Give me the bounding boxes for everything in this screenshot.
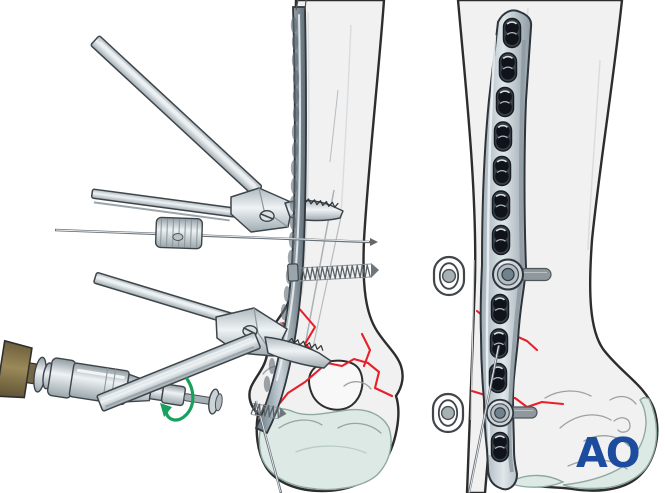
right-panel-final-fixation: AO	[431, 0, 659, 493]
reduction-clamp-lower	[93, 272, 332, 369]
condyle-wrinkle	[278, 419, 323, 429]
screw-icon-lower	[431, 392, 465, 434]
rotation-arrow-icon	[160, 377, 195, 422]
locking-screw-lower	[485, 398, 538, 428]
clamp-arm	[90, 188, 237, 218]
clamp-jaw-block	[230, 187, 294, 233]
guide-wire-faint	[329, 89, 339, 163]
capitellum-cartilage	[562, 396, 658, 490]
screw-being-inserted	[250, 402, 287, 420]
kirschner-wire-with-sleeve	[54, 216, 378, 250]
condyle-details	[511, 390, 658, 490]
screw-tip	[371, 263, 379, 278]
reduction-clamp-upper	[90, 35, 344, 233]
olecranon-fossa	[308, 359, 364, 411]
screwdriver-handle	[0, 339, 33, 399]
left-panel-reduction-step	[0, 0, 404, 493]
trochlea-cartilage	[258, 408, 392, 491]
kirschner-wire-crossed-2	[311, 211, 343, 353]
ao-logo: AO	[576, 429, 639, 477]
plate-side-profile	[254, 0, 307, 435]
locking-screw-upper	[492, 258, 552, 291]
condyle-wrinkle	[343, 381, 372, 390]
serrated-jaw	[264, 336, 332, 369]
wire-tip	[370, 238, 378, 246]
condyle-wrinkle	[337, 422, 382, 434]
bone-inner-edge	[470, 259, 475, 421]
cartilage-line	[295, 445, 367, 454]
knurled-wire-sleeve	[154, 216, 204, 250]
driver-shaft	[183, 393, 213, 405]
screw-shank	[287, 263, 299, 282]
bone-shaft-shading	[340, 24, 352, 216]
screw-icon-upper	[432, 255, 466, 297]
trochlea-cartilage-band	[511, 474, 565, 488]
plate-edge-shade	[507, 39, 526, 473]
plate-kirschner-wire	[467, 344, 501, 493]
lag-screw-transverse	[287, 263, 379, 282]
clamp-arm-over-driver	[96, 332, 261, 412]
shaft-shading	[587, 59, 601, 251]
clamp-arm	[90, 35, 263, 196]
plate-shadow-line	[301, 11, 310, 296]
